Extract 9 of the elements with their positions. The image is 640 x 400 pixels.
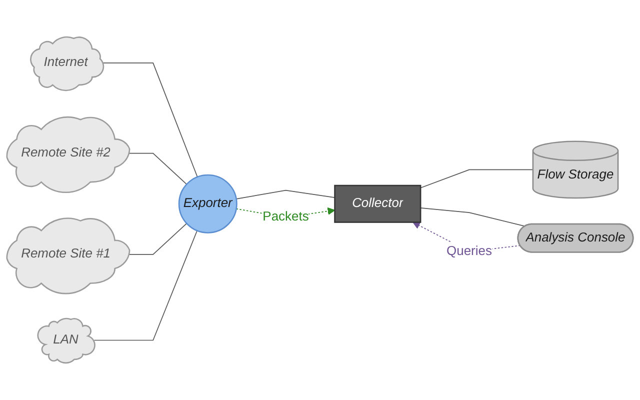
connector xyxy=(102,62,198,178)
connector xyxy=(236,190,336,200)
edge-label: Queries xyxy=(446,244,492,258)
edge-label: Packets xyxy=(262,209,309,224)
node-box: Collector xyxy=(334,184,422,223)
connector xyxy=(420,208,526,227)
connector xyxy=(94,230,198,341)
connector xyxy=(420,169,534,188)
node-circle: Exporter xyxy=(178,174,238,234)
